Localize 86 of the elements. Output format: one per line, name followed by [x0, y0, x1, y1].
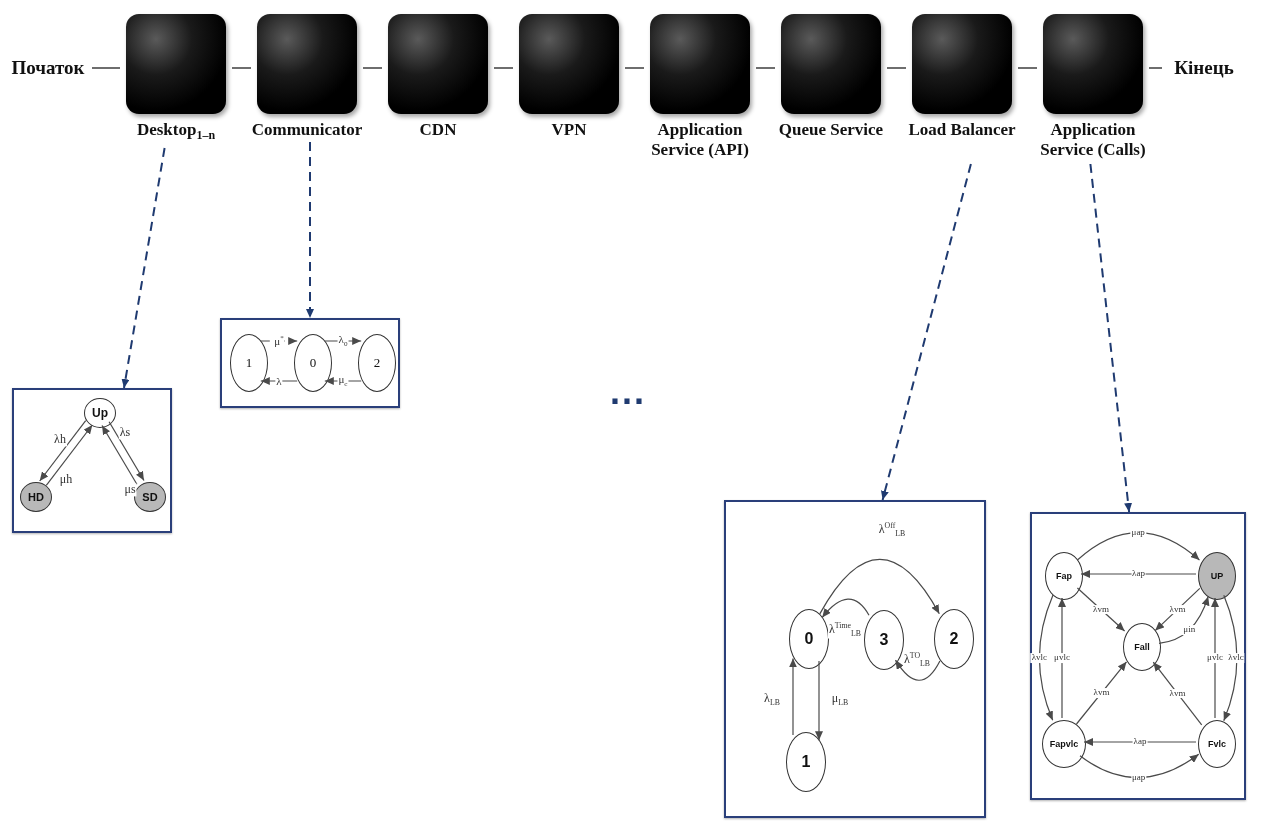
edge-label: λvm — [1168, 604, 1187, 615]
connector-line — [624, 67, 645, 69]
dashed-arrow — [1089, 163, 1133, 513]
edge-label: λap — [1131, 569, 1146, 579]
dashed-arrow — [260, 337, 298, 345]
arrow — [324, 337, 362, 345]
component-label: Application Service (API) — [650, 120, 750, 160]
edge-label: λvm — [1168, 688, 1187, 699]
state-circle: SD — [134, 482, 166, 512]
arrow — [1152, 661, 1203, 726]
dashed-arrow — [121, 147, 166, 389]
arrow — [789, 657, 797, 736]
arrow — [1154, 587, 1201, 632]
arrow — [1075, 661, 1128, 725]
connector-line — [1017, 67, 1038, 69]
arrow — [1083, 738, 1197, 746]
state-circle: 1 — [786, 732, 826, 792]
edge-label: λvm — [1092, 604, 1110, 615]
diagram-panel — [724, 500, 986, 818]
state-circle: Fap — [1045, 552, 1083, 600]
arrow — [101, 424, 138, 485]
arrow — [1223, 594, 1238, 722]
state-circle: Fvlc — [1198, 720, 1236, 768]
state-circle: UP — [1198, 552, 1236, 600]
edge-label: λ$_{LB}$ — [763, 692, 781, 708]
edge-label: λvlc — [1227, 653, 1245, 663]
arrow — [1158, 595, 1210, 644]
edge-label: λs — [118, 426, 132, 440]
state-circle: Fapvlc — [1042, 720, 1086, 768]
arrow — [1038, 594, 1054, 721]
edge-label: λh — [53, 433, 67, 447]
state-circle: 1 — [230, 334, 268, 392]
component-label: VPN — [551, 120, 587, 140]
component-label: CDN — [419, 120, 457, 140]
edge-label: μs — [123, 483, 137, 497]
arrow — [815, 660, 823, 741]
arrow — [1079, 753, 1200, 779]
edge-label: λ$_{0}$ — [337, 333, 349, 349]
state-circle: 2 — [358, 334, 396, 392]
arrow — [1076, 587, 1126, 632]
state-circle: Fall — [1123, 623, 1161, 671]
edge-label: λvm — [1092, 687, 1111, 698]
connector-line — [755, 67, 776, 69]
terminal-label: Кінець — [1162, 55, 1246, 81]
connector-line — [231, 67, 252, 69]
edge-label: λvlc — [1030, 652, 1049, 663]
arrow — [39, 420, 87, 482]
diagram-panel — [220, 318, 400, 408]
arrow — [108, 421, 145, 482]
ellipsis-label: ... — [610, 371, 646, 413]
edge-label: μin — [1182, 625, 1197, 635]
arrow — [819, 558, 940, 615]
component-label: Desktop$_{1–n}$ — [136, 120, 216, 145]
state-circle: 3 — [864, 610, 904, 670]
state-circle: 0 — [789, 609, 829, 669]
edge-label: μ$^{*}$ — [273, 334, 285, 348]
dashed-arrow — [881, 163, 972, 501]
component-label: Load Balancer — [908, 120, 1016, 140]
edge-label: μvlc — [1053, 653, 1071, 663]
component-label: Communicator — [251, 120, 363, 140]
connector-line — [886, 67, 907, 69]
arrow — [1211, 597, 1219, 719]
component-label: Queue Service — [778, 120, 884, 140]
arrow — [1058, 597, 1066, 719]
edge-label: λap — [1132, 737, 1148, 747]
edge-label: μvlc — [1206, 653, 1224, 663]
diagram-panel — [1030, 512, 1246, 800]
state-circle: HD — [20, 482, 52, 512]
component-label: Application Service (Calls) — [1039, 120, 1147, 160]
connector-line — [1148, 67, 1163, 69]
state-circle: Up — [84, 398, 116, 428]
arrow — [260, 377, 298, 385]
connector-line — [362, 67, 383, 69]
edge-label: μh — [58, 473, 74, 487]
dashed-arrow — [306, 141, 314, 319]
connector-line — [91, 67, 121, 69]
arrow — [1080, 570, 1197, 578]
arrow — [324, 377, 362, 385]
terminal-label: Початок — [4, 55, 92, 81]
state-circle: 2 — [934, 609, 974, 669]
arrow — [821, 598, 870, 619]
arrow — [894, 659, 941, 681]
state-circle: 0 — [294, 334, 332, 392]
diagram-panel — [12, 388, 172, 533]
arrow — [45, 424, 93, 486]
connector-line — [493, 67, 514, 69]
